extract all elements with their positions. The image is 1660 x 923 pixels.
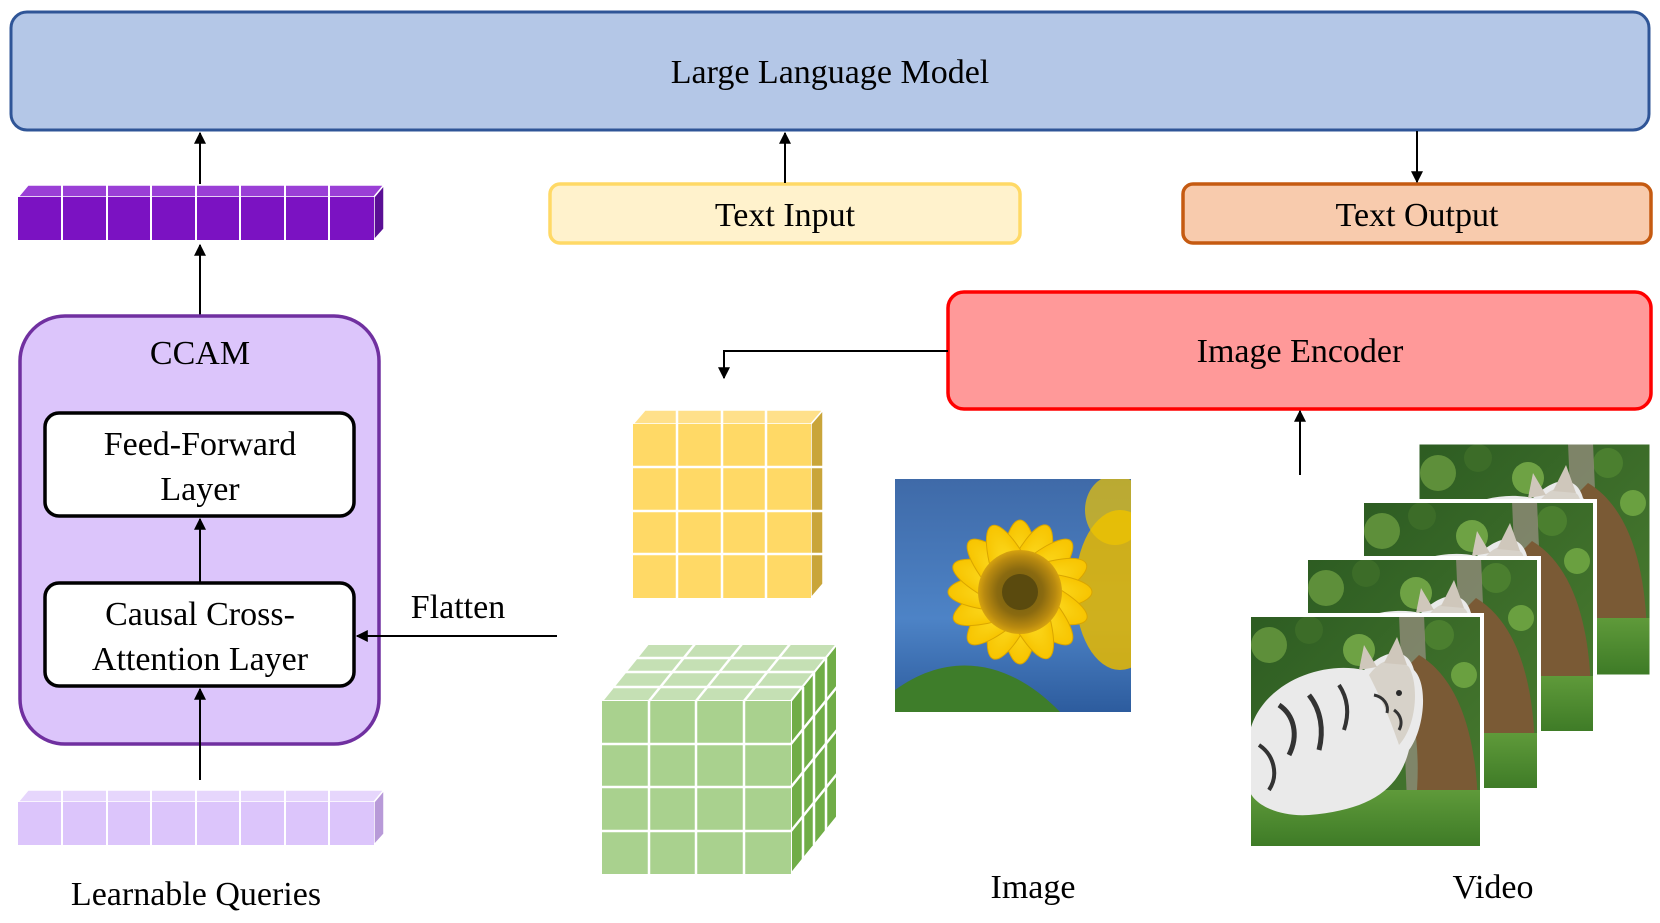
video-label: Video (1452, 869, 1533, 906)
text-input-label: Text Input (715, 197, 856, 234)
video-feature-cube (599, 641, 840, 877)
arrow-encoder-to-features (718, 350, 948, 380)
output-tokens (16, 182, 386, 242)
llm-label: Large Language Model (671, 54, 989, 91)
flatten-label: Flatten (411, 589, 505, 626)
learnable-queries-label: Learnable Queries (71, 876, 321, 913)
learnable-query-tokens (16, 787, 386, 847)
image-label: Image (991, 869, 1076, 906)
feed-forward-line1: Feed-Forward (104, 426, 297, 463)
text-output-box (1181, 182, 1653, 245)
text-output-label: Text Output (1336, 197, 1499, 234)
image-encoder-label: Image Encoder (1197, 333, 1404, 370)
video-frame-1 (1249, 615, 1482, 848)
text-input-box (548, 182, 1022, 245)
llm-box (9, 10, 1651, 132)
feed-forward-layer (43, 411, 356, 518)
ccam-title: CCAM (150, 335, 250, 372)
image-feature-grid (631, 407, 825, 601)
causal-cross-attention-layer (43, 581, 356, 688)
sunflower-image (895, 479, 1131, 712)
feed-forward-line2: Layer (160, 471, 240, 508)
cca-line1: Causal Cross- (105, 596, 295, 633)
video-frames (1247, 441, 1653, 850)
cca-line2: Attention Layer (92, 641, 309, 678)
